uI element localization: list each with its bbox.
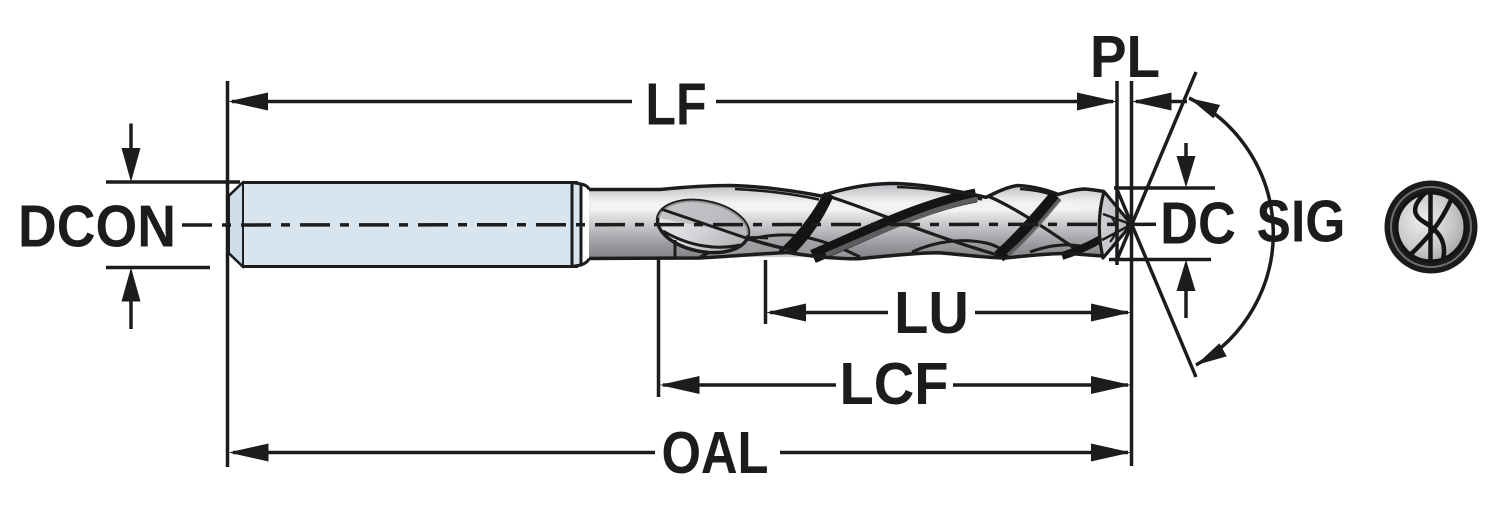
svg-text:SIG: SIG bbox=[1257, 188, 1346, 254]
svg-text:LU: LU bbox=[894, 281, 969, 347]
svg-text:OAL: OAL bbox=[661, 419, 768, 485]
svg-text:LF: LF bbox=[645, 71, 706, 138]
svg-text:LCF: LCF bbox=[840, 352, 949, 418]
svg-text:PL: PL bbox=[1090, 24, 1160, 90]
svg-text:DC: DC bbox=[1160, 190, 1236, 257]
svg-text:DCON: DCON bbox=[18, 193, 176, 259]
